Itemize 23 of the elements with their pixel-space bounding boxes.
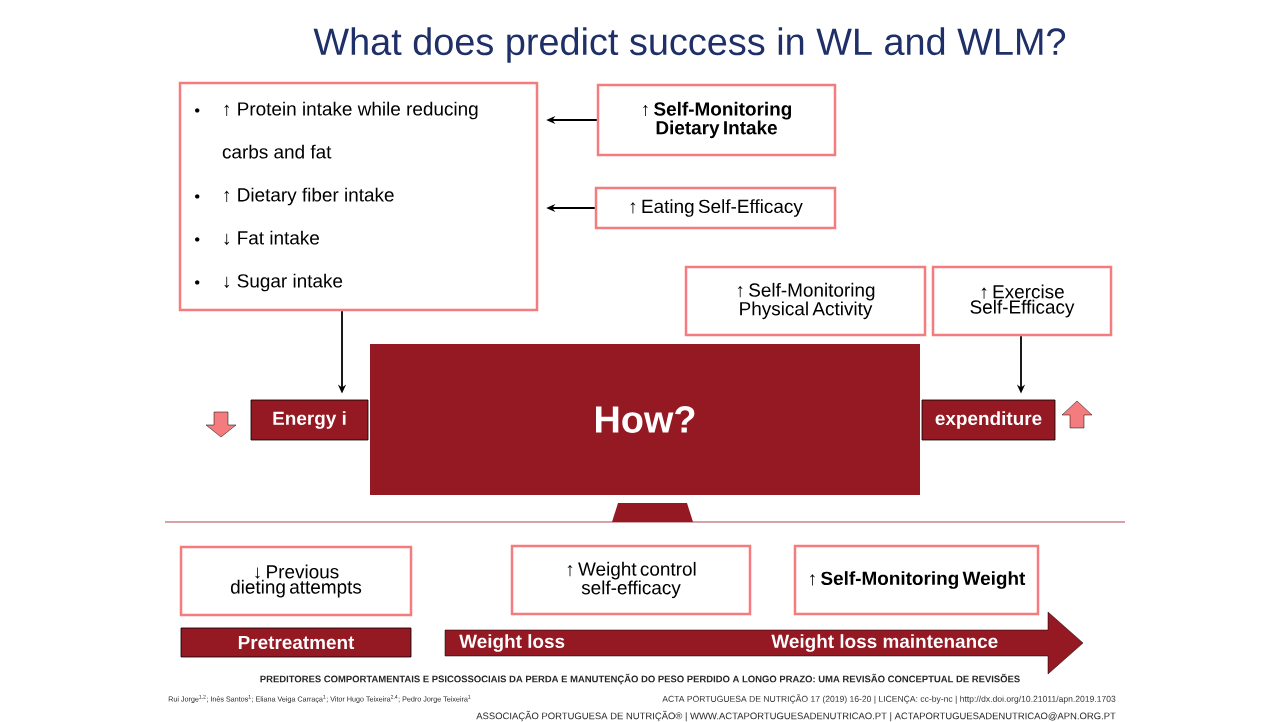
list-box — [178, 81, 539, 312]
footer-text: ASSOCIAÇÃO PORTUGUESA DE NUTRIÇÃO® | WWW.ACTAPORTUGUESADENUTRICAO.PT | ACTAPORTUGUESADENUTRICAO@APN.ORG.PT — [476, 710, 1116, 722]
list-item: ↑ Dietary fiber intake — [224, 187, 394, 206]
factor-box: ↑ Self-Monitoring Dietary Intake — [596, 83, 837, 157]
factor-box: ↑ Exercise Self-Efficacy — [931, 265, 1113, 337]
footer-text: PREDITORES COMPORTAMENTAIS E PSICOSSOCIAIS DA PERDA E MANUTENÇÃO DO PESO PERDIDO A LONGO PRAZO: UMA REVISÃO CONCEPTUAL DE REVISÕES — [260, 673, 1020, 685]
factor-box: ↑ Weight control self-efficacy — [510, 544, 752, 616]
factor-box: ↑ Eating Self-Efficacy — [594, 186, 837, 230]
phase-bar: Energy i — [250, 399, 369, 441]
factor-box: ↓ Previous dieting attempts — [179, 545, 413, 617]
timeline-arrow — [444, 611, 1084, 675]
citation: ACTA PORTUGUESA DE NUTRIÇÃO 17 (2019) 16-20 | LICENÇA: cc-by-nc | http://dx.doi.org/10.21011/apn.2019.1703 — [662, 694, 1116, 704]
list-item: ↑ Protein intake while reducing carbs and fat — [222, 101, 478, 159]
list-item: ↓ Fat intake — [224, 230, 319, 245]
phase-bar: expenditure — [921, 399, 1056, 441]
list-item: ↓ Sugar intake — [224, 273, 343, 292]
phase-label: Weight loss — [459, 634, 565, 652]
phase-label: Weight loss maintenance — [771, 634, 998, 652]
factor-box: ↑ Self-Monitoring Weight — [793, 544, 1040, 616]
question-box: How? — [370, 344, 920, 522]
title: What does predict success in WL and WLM? — [313, 27, 1066, 63]
factor-box: ↑ Self-Monitoring Physical Activity — [684, 265, 927, 337]
phase-bar: Pretreatment — [180, 627, 412, 658]
